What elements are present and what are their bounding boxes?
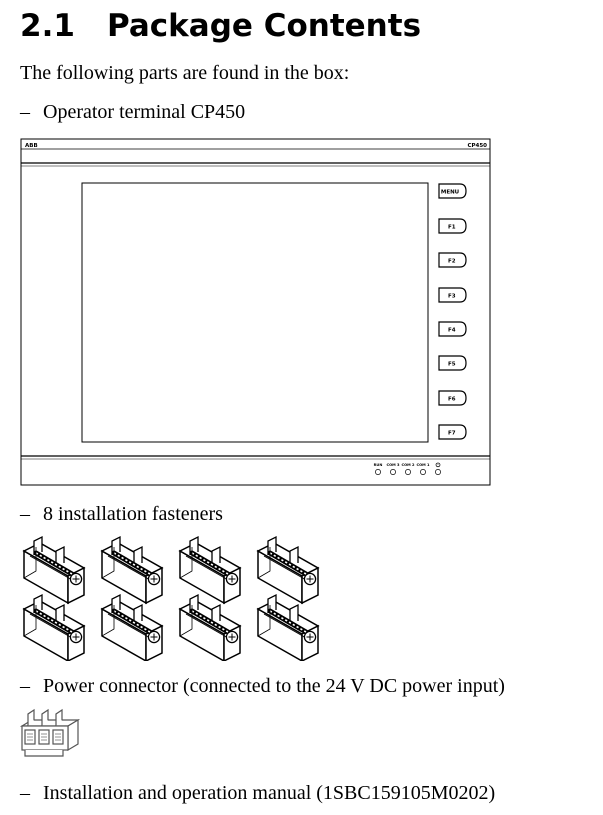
section-title: Package Contents — [107, 8, 422, 44]
terminal-screen — [81, 182, 429, 443]
svg-text:F2: F2 — [448, 259, 456, 265]
terminal-key-menu: MENU — [438, 183, 467, 199]
terminal-key-f5: F5 — [438, 355, 467, 371]
list-item-text: Power connector (connected to the 24 V D… — [43, 675, 505, 697]
terminal-key-f2: F2 — [438, 252, 467, 268]
terminal-key-f3: F3 — [438, 287, 467, 303]
led-label-com2: COM 2 — [401, 463, 415, 467]
list-item-power-connector: –Power connector (connected to the 24 V … — [20, 674, 505, 698]
intro-text: The following parts are found in the box… — [20, 62, 350, 84]
list-bullet: – — [20, 503, 30, 525]
installation-fasteners-illustration — [18, 535, 336, 661]
list-bullet: – — [20, 782, 30, 804]
svg-text:F7: F7 — [448, 431, 456, 437]
section-heading: 2.1 Package Contents — [20, 6, 421, 46]
operator-terminal-illustration: ABB CP450 MENU F1 F2 F3 F4 F5 F6 — [20, 138, 491, 486]
terminal-brand-label: ABB — [25, 143, 38, 149]
led-label-com3: COM 3 — [386, 463, 400, 467]
power-connector-illustration — [19, 708, 81, 757]
terminal-key-f1: F1 — [438, 218, 467, 234]
list-item-text: Installation and operation manual (1SBC1… — [43, 782, 496, 804]
list-item-text: Operator terminal CP450 — [43, 101, 246, 123]
svg-text:MENU: MENU — [441, 190, 459, 196]
led-label-run: RUN — [374, 463, 383, 467]
list-item-text: 8 installation fasteners — [43, 503, 223, 525]
power-icon: ⏻ — [436, 462, 441, 469]
section-number: 2.1 — [20, 8, 75, 44]
svg-text:F5: F5 — [448, 362, 456, 368]
svg-text:F6: F6 — [448, 397, 456, 403]
terminal-model-label: CP450 — [467, 143, 487, 149]
terminal-function-keys: MENU F1 F2 F3 F4 F5 F6 F7 — [438, 183, 467, 440]
svg-text:F1: F1 — [448, 225, 456, 231]
list-item-manual: –Installation and operation manual (1SBC… — [20, 781, 495, 805]
terminal-status-leds: RUN COM 3 COM 2 COM 1 ⏻ — [374, 462, 441, 475]
list-bullet: – — [20, 675, 30, 697]
terminal-key-f6: F6 — [438, 390, 467, 406]
terminal-key-f7: F7 — [438, 424, 467, 440]
terminal-key-f4: F4 — [438, 321, 467, 337]
list-item-terminal: –Operator terminal CP450 — [20, 100, 245, 124]
svg-text:F3: F3 — [448, 294, 456, 300]
svg-text:F4: F4 — [448, 328, 456, 334]
list-item-fasteners: –8 installation fasteners — [20, 502, 223, 526]
list-bullet: – — [20, 101, 30, 123]
led-label-com1: COM 1 — [416, 463, 430, 467]
